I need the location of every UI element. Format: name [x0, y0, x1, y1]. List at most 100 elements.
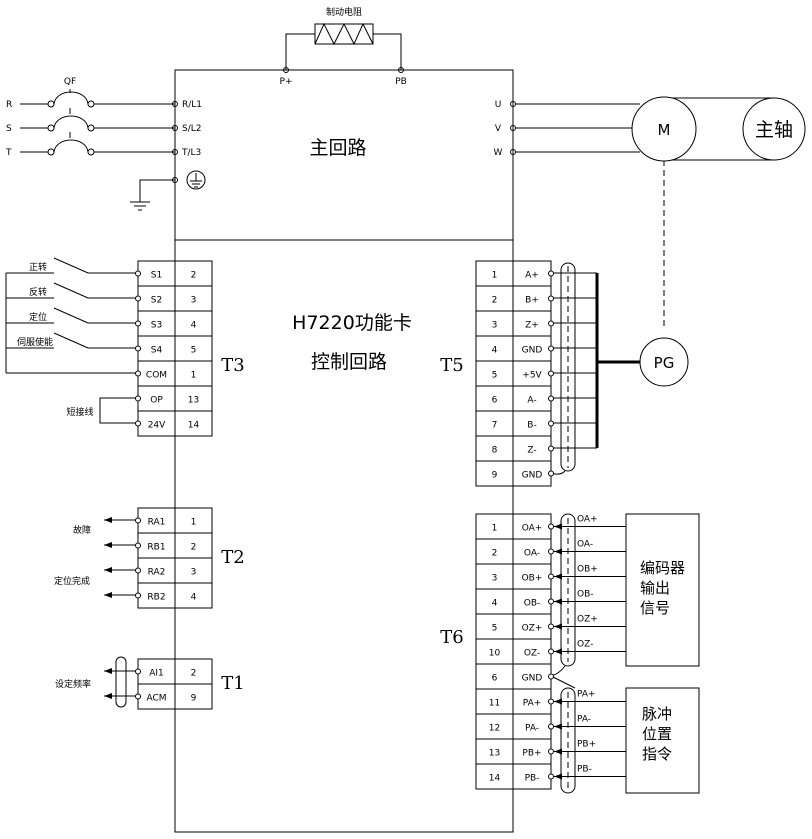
- t5-screw: [548, 320, 554, 327]
- t6-signal-label: OA+: [577, 515, 598, 525]
- t3-num: 13: [188, 396, 199, 406]
- t5-num: 6: [492, 396, 498, 406]
- t5-name: A+: [525, 271, 539, 281]
- t6-name: OZ+: [522, 624, 543, 634]
- pulse-command-line3: 指令: [642, 745, 672, 763]
- t1-name: AI1: [149, 669, 164, 679]
- terminal-w: W: [494, 148, 503, 158]
- motor-icon: [631, 96, 697, 162]
- t2-cell: [137, 532, 176, 559]
- t3-screw: [135, 345, 141, 352]
- switch-position-label: 定位: [29, 311, 47, 323]
- t5-name: GND: [522, 346, 543, 356]
- t5-num: 4: [492, 346, 498, 356]
- t3-name: 24V: [148, 421, 166, 431]
- ground-icon: [130, 170, 206, 211]
- input-phase-r: R: [6, 100, 12, 110]
- t6-signal-arrow: [554, 598, 562, 605]
- t5-name: B+: [525, 296, 539, 306]
- t3-cell: [137, 410, 176, 437]
- t5-row: 4 GND: [475, 335, 554, 362]
- t1-row: AI1 2: [135, 658, 213, 685]
- t6-cell: [512, 563, 552, 590]
- t5-cell: [475, 385, 514, 412]
- terminal-r-l1: R/L1: [182, 100, 202, 110]
- t3-cell: [174, 310, 213, 337]
- t1-screw: [135, 668, 141, 675]
- t3-cell: [137, 260, 176, 287]
- t5-cell: [475, 260, 514, 287]
- t6-signal-label: PA-: [577, 715, 591, 725]
- brake-resistor: [283, 22, 404, 73]
- t6-signal-label: OB-: [577, 590, 594, 600]
- t2-num: 4: [191, 593, 197, 603]
- t6-name: OA+: [522, 524, 543, 534]
- t2-name: RA2: [148, 568, 166, 578]
- t5-name: +5V: [522, 371, 542, 381]
- t5-cell: [475, 435, 514, 462]
- t5-wiring: [550, 262, 640, 475]
- t2-cell: [174, 582, 213, 609]
- t2-name: RB2: [147, 593, 165, 603]
- t5-cell: [512, 285, 552, 312]
- t5-num: 9: [492, 471, 498, 481]
- t6-screw: [548, 573, 554, 580]
- t6-signal-arrow: [554, 523, 562, 530]
- t1-wiring: [104, 656, 138, 708]
- t5-screw: [548, 370, 554, 377]
- t2-screw: [135, 567, 141, 574]
- t6-cell: [475, 713, 514, 740]
- input-phase-t: T: [5, 148, 12, 158]
- t6-cell: [512, 613, 552, 640]
- t6-cell: [512, 663, 552, 690]
- t6-name: OB-: [524, 599, 541, 609]
- t6-tag: T6: [440, 627, 463, 648]
- switch-servo-enable-label: 伺服使能: [17, 336, 53, 348]
- t5-num: 2: [492, 296, 498, 306]
- switch-reverse-label: 反转: [29, 286, 47, 298]
- t3-num: 5: [191, 346, 197, 356]
- t2-name: RA1: [148, 518, 166, 528]
- t5-screw: [548, 295, 554, 302]
- t5-screw: [548, 470, 554, 477]
- encoder-output-line2: 输出: [640, 579, 670, 597]
- t5-screw: [548, 420, 554, 427]
- spindle-label: 主轴: [755, 119, 793, 141]
- t3-cell: [174, 360, 213, 387]
- t3-screw: [135, 420, 141, 427]
- t3-screw: [135, 320, 141, 327]
- t6-signal-arrow: [554, 723, 562, 730]
- t1-num: 9: [191, 694, 197, 704]
- t5-cell: [512, 360, 552, 387]
- t5-screw: [548, 395, 554, 402]
- t5-name: Z-: [527, 446, 536, 456]
- terminal-t-l3: T/L3: [181, 148, 201, 158]
- fault-label: 故障: [73, 524, 91, 536]
- t2-tag: T2: [221, 547, 244, 568]
- t6-signal-arrow: [554, 623, 562, 630]
- encoder-output-line3: 信号: [640, 599, 670, 617]
- t5-name: GND: [522, 471, 543, 481]
- card-subtitle: 控制回路: [311, 351, 387, 373]
- t6-num: 12: [489, 724, 500, 734]
- t6-signal-arrow: [554, 548, 562, 555]
- t6-screw: [548, 723, 554, 730]
- t6-screw: [548, 698, 554, 705]
- t3-screw: [135, 295, 141, 302]
- t1-num: 2: [191, 669, 197, 679]
- t3-name: OP: [150, 396, 163, 406]
- pg-encoder-icon: [639, 337, 689, 387]
- t6-num: 3: [492, 574, 498, 584]
- t2-screw: [135, 592, 141, 599]
